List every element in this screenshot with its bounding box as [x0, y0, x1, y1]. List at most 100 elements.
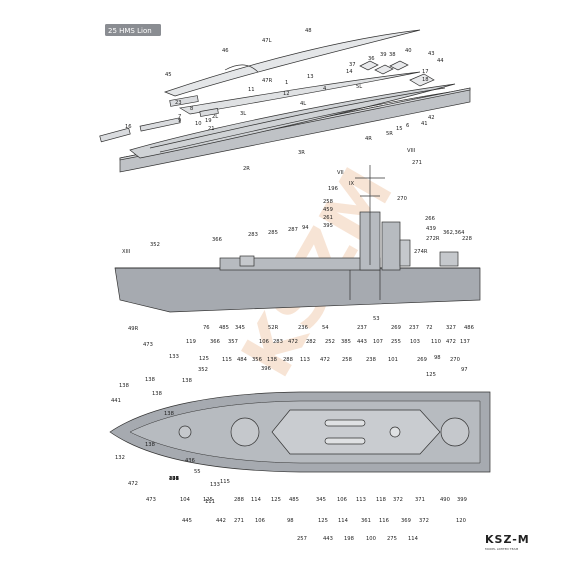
part-label: 270: [450, 357, 460, 363]
part-label: 111: [205, 499, 215, 505]
part-label: VII: [337, 170, 344, 176]
part-label: 472: [128, 481, 138, 487]
part-label: 241: [169, 476, 179, 482]
part-label: 271: [234, 518, 244, 524]
part-label: 101: [388, 357, 398, 363]
part-label: 125: [318, 518, 328, 524]
part-label: 490: [440, 497, 450, 503]
part-label: 252: [325, 339, 335, 345]
part-label: 48: [305, 28, 312, 34]
part-label: 19: [205, 118, 212, 124]
part-label: 13: [307, 74, 314, 80]
part-label: 103: [410, 339, 420, 345]
part-label: 94: [302, 225, 309, 231]
deck-strip: [178, 71, 421, 115]
part-label: 274R: [414, 249, 428, 255]
part-label: 15: [396, 126, 403, 132]
part-label: 37: [349, 62, 356, 68]
part-label: 12: [283, 91, 290, 97]
part-label: 110: [431, 339, 441, 345]
part-label: 45: [165, 72, 172, 78]
logo-text: KSZ-M: [485, 533, 530, 546]
part-label: 43: [428, 51, 435, 57]
part-label: 38: [389, 52, 396, 58]
part-label: 97: [461, 367, 468, 373]
part-label: 362,364: [443, 230, 465, 236]
part-label: 4L: [300, 101, 306, 107]
part-label: 283: [248, 232, 258, 238]
part-label: 442: [216, 518, 226, 524]
part-label: 44: [437, 58, 444, 64]
part-label: 8: [190, 106, 193, 112]
part-label: 72: [426, 325, 433, 331]
part-label: 54: [322, 325, 329, 331]
part-label: 395: [323, 223, 333, 229]
part-label: 114: [338, 518, 349, 524]
title-badge-text: 25 HMS Lion: [108, 27, 152, 35]
part-label: VIII: [407, 148, 416, 154]
part-label: 485: [289, 497, 299, 503]
part-label: 269: [391, 325, 401, 331]
part-label: 46: [222, 48, 229, 54]
part-label: 106: [259, 339, 269, 345]
part-label: 21: [208, 126, 215, 132]
part-label: 258: [342, 357, 352, 363]
part-label: 459: [323, 207, 333, 213]
part-label: 472: [288, 339, 298, 345]
part-label: 1: [285, 80, 288, 86]
side-profile-view: [114, 165, 481, 313]
part-label: 345: [235, 325, 245, 331]
part-label: 120: [456, 518, 466, 524]
part-label: 385: [341, 339, 351, 345]
part-label: 2L: [212, 114, 218, 120]
part-label: 345: [316, 497, 326, 503]
part-label: 7: [178, 114, 181, 120]
part-label: 473: [146, 497, 156, 503]
part-label: 106: [255, 518, 265, 524]
part-label: 98: [287, 518, 294, 524]
part-label: 125: [169, 476, 179, 482]
part-label: 352: [150, 242, 160, 248]
sheer-strake: [163, 29, 421, 97]
hull-outline-lower: [129, 83, 456, 159]
part-label: 4R: [365, 136, 372, 142]
part-label: 118: [376, 497, 386, 503]
part-label: 55: [194, 469, 201, 475]
part-label: 198: [344, 536, 354, 542]
part-label: 257: [297, 536, 307, 542]
exploded-deck-view: [99, 29, 471, 173]
part-label: 287: [288, 227, 298, 233]
part-label: 255: [391, 339, 401, 345]
part-label: 47R: [262, 78, 273, 84]
part-label: 137: [460, 339, 470, 345]
part-label: 269: [417, 357, 427, 363]
part-label: 49R: [128, 326, 139, 332]
part-label: 125: [426, 372, 436, 378]
part-label: 40: [405, 48, 412, 54]
part-label: 115: [220, 479, 230, 485]
part-label: 3L: [240, 111, 246, 117]
part-label: 4: [323, 86, 327, 92]
part-label: 236: [298, 325, 308, 331]
part-label: 441: [111, 398, 121, 404]
part-label: 17: [422, 69, 429, 75]
part-label: 484: [237, 357, 248, 363]
part-label: 106: [337, 497, 347, 503]
part-label: 5L: [356, 84, 362, 90]
part-label: 283: [273, 339, 283, 345]
part-label: 436: [185, 458, 195, 464]
part-label: 138: [145, 442, 155, 448]
part-label: 16: [125, 124, 132, 130]
part-label: 485: [219, 325, 229, 331]
part-label: 366: [210, 339, 220, 345]
part-label: 439: [426, 226, 436, 232]
part-label: 288: [283, 357, 293, 363]
part-label: 272R: [426, 236, 440, 242]
part-label: 53: [373, 316, 380, 322]
part-label: 445: [182, 518, 192, 524]
part-label: 236: [169, 476, 179, 482]
part-label: 76: [203, 325, 210, 331]
part-label: 119: [186, 339, 196, 345]
